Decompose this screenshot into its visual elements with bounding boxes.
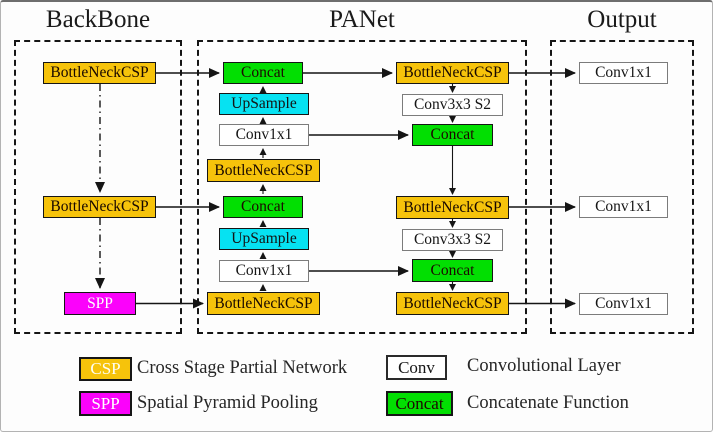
node-concat: Concat: [223, 62, 303, 84]
legend-label-spp: Spatial Pyramid Pooling: [137, 393, 318, 413]
node-bottleneckcsp: BottleNeckCSP: [207, 292, 320, 315]
legend-swatch-spp: SPP: [79, 391, 132, 416]
legend-swatch-concat: Concat: [386, 391, 453, 416]
panet-section-box: [197, 40, 527, 334]
node-conv3x3-s2: Conv3x3 S2: [402, 94, 503, 116]
node-concat: Concat: [223, 196, 303, 218]
section-title-panet: PANet: [329, 6, 395, 33]
node-bottleneckcsp: BottleNeckCSP: [396, 62, 509, 84]
node-bottleneckcsp: BottleNeckCSP: [396, 196, 509, 219]
legend-label-concat: Concatenate Function: [467, 393, 629, 413]
node-bottleneckcsp: BottleNeckCSP: [43, 196, 156, 218]
section-title-output: Output: [587, 6, 657, 33]
node-conv1x1: Conv1x1: [219, 124, 309, 146]
node-upsample: UpSample: [219, 93, 309, 115]
legend-label-conv: Convolutional Layer: [467, 356, 621, 376]
node-spp: SPP: [64, 292, 136, 315]
backbone-section-box: [14, 40, 182, 334]
node-concat: Concat: [412, 124, 493, 146]
node-concat: Concat: [412, 259, 493, 282]
node-bottleneckcsp: BottleNeckCSP: [43, 62, 156, 84]
output-section-box: [550, 40, 694, 334]
node-conv3x3-s2: Conv3x3 S2: [402, 229, 503, 251]
legend-label-csp: Cross Stage Partial Network: [137, 358, 348, 378]
legend-swatch-conv: Conv: [386, 355, 447, 380]
node-conv1x1: Conv1x1: [579, 293, 668, 315]
node-bottleneckcsp: BottleNeckCSP: [396, 292, 509, 315]
node-conv1x1: Conv1x1: [579, 196, 668, 218]
node-upsample: UpSample: [219, 228, 309, 250]
node-conv1x1: Conv1x1: [219, 260, 309, 282]
node-bottleneckcsp: BottleNeckCSP: [207, 159, 320, 182]
section-title-backbone: BackBone: [45, 6, 151, 33]
legend-swatch-csp: CSP: [79, 357, 132, 381]
node-conv1x1: Conv1x1: [579, 62, 668, 84]
